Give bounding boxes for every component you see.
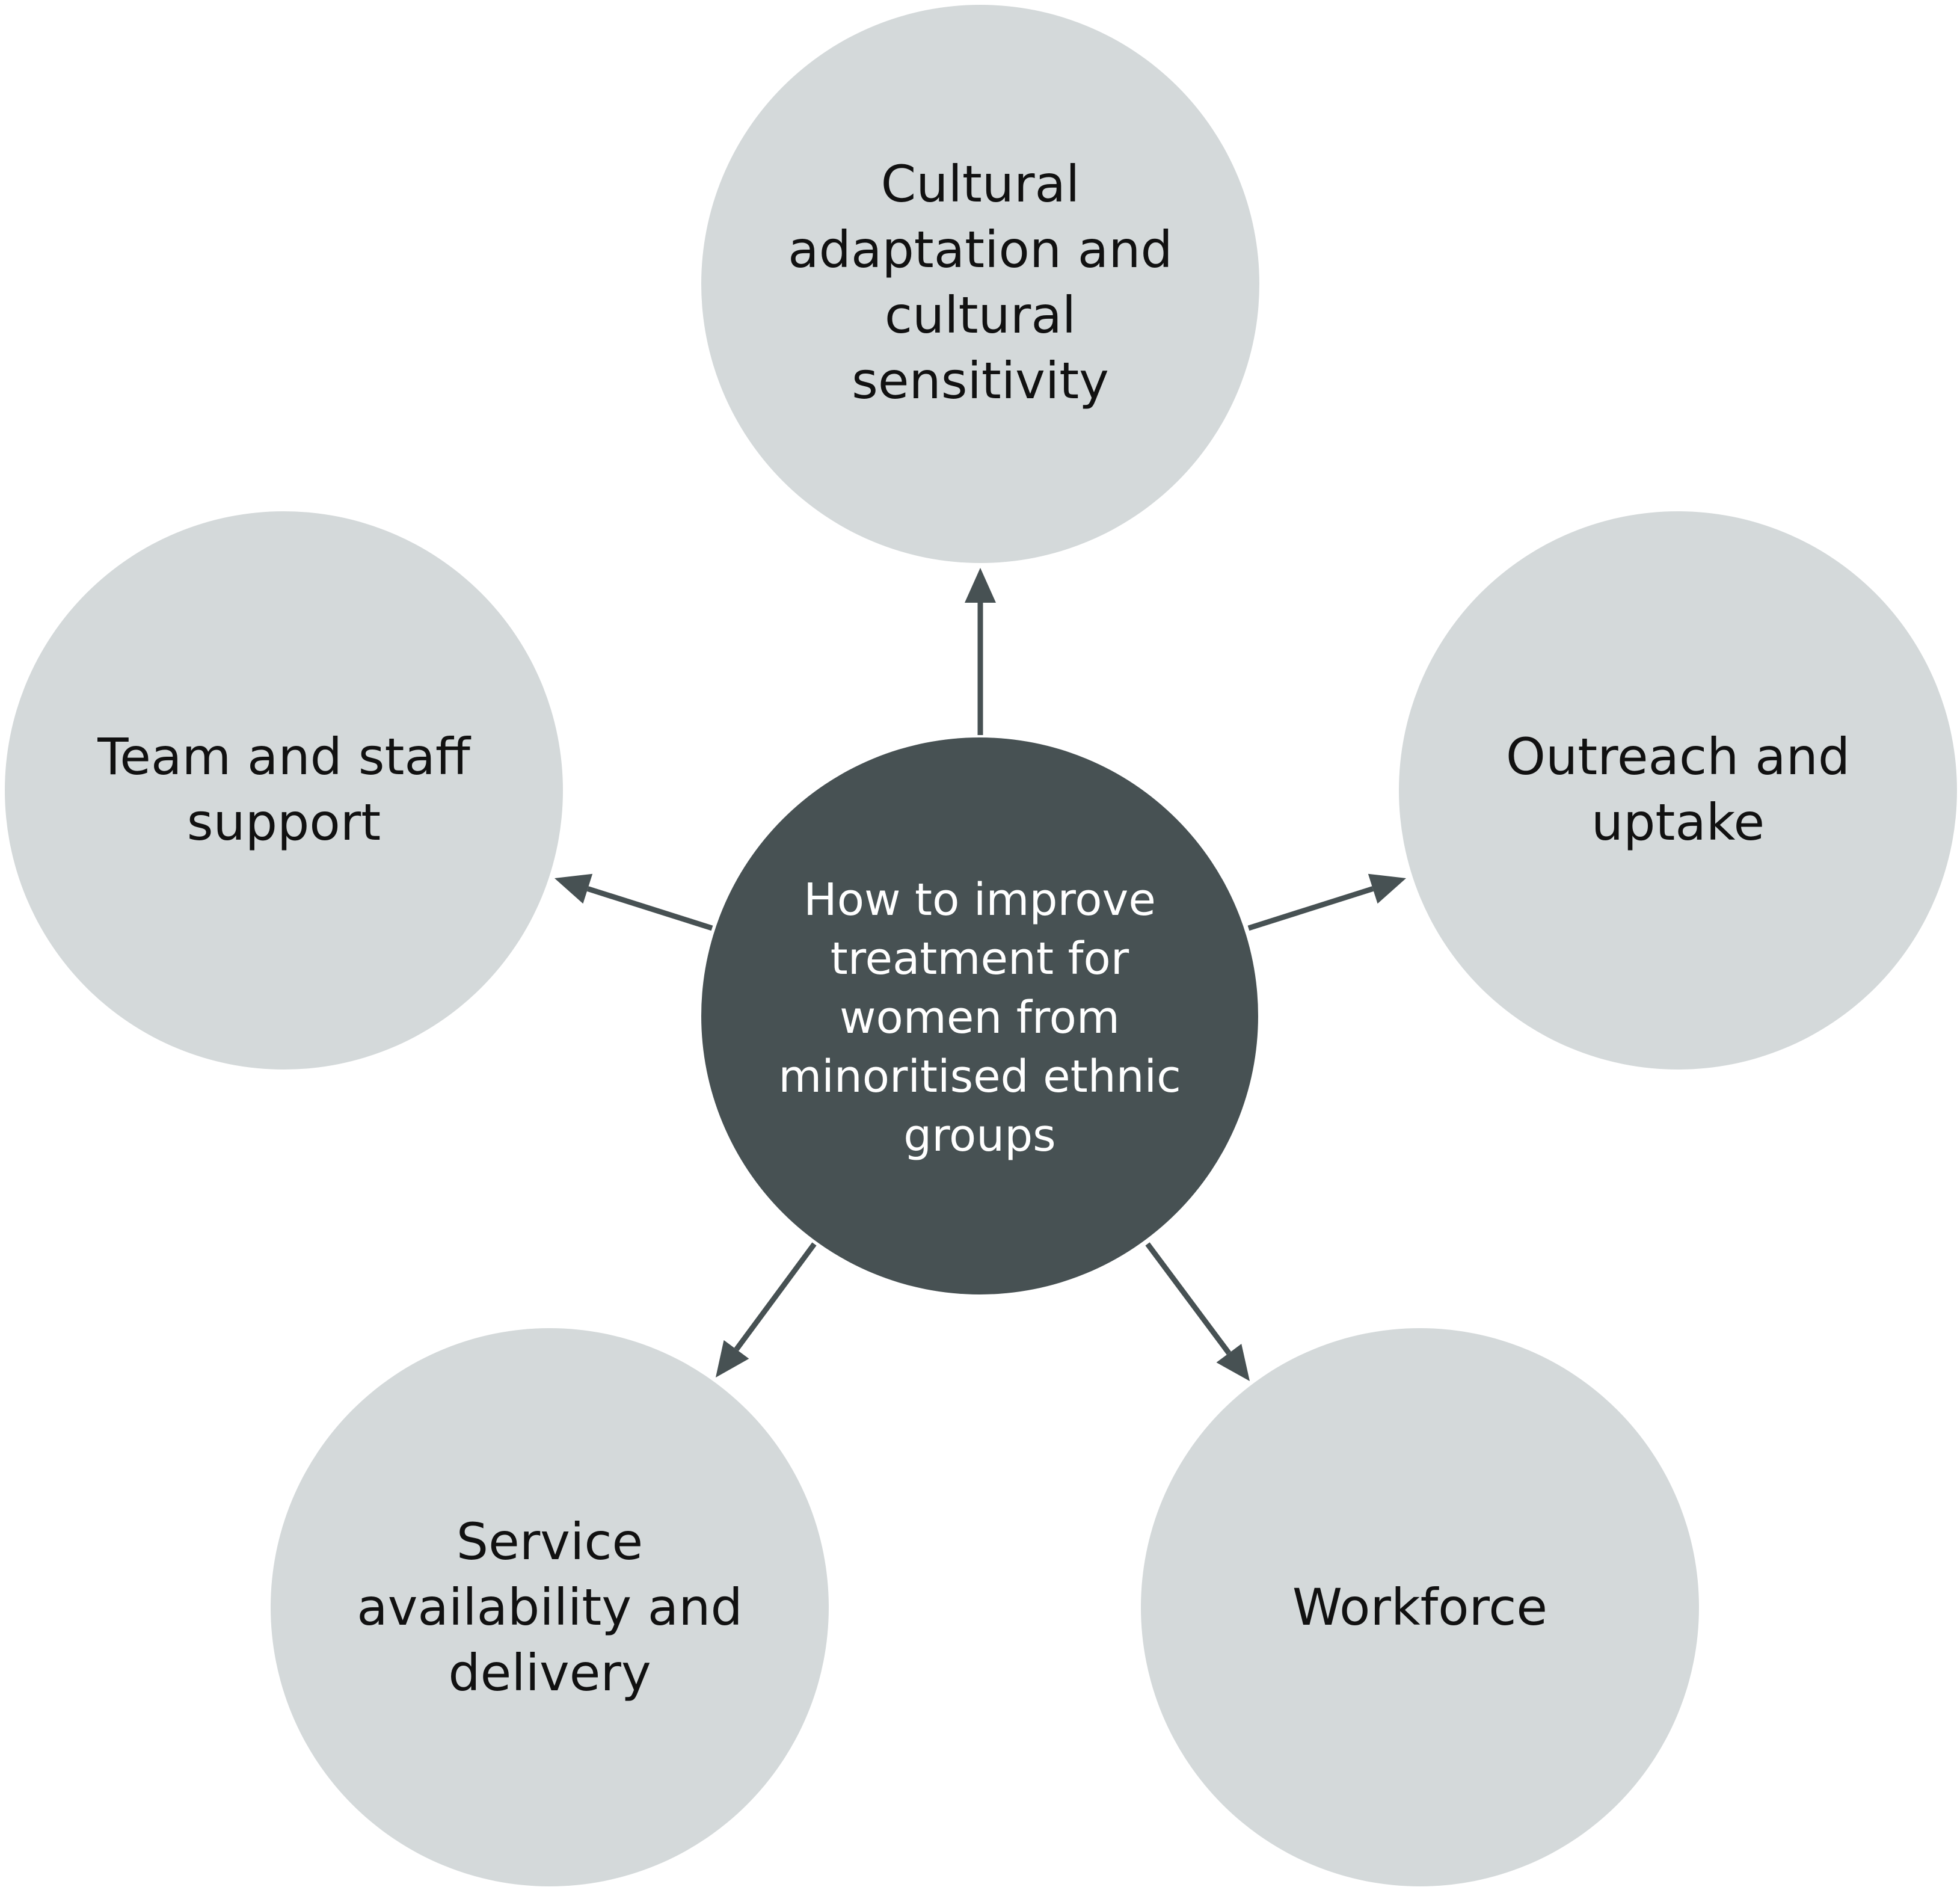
- node-service-availability: Service availability and delivery: [271, 1328, 829, 1886]
- node-outreach-uptake: Outreach and uptake: [1399, 511, 1957, 1070]
- node-outreach-uptake-label: Outreach and uptake: [1505, 727, 1851, 852]
- node-cultural-adaptation: Cultural adaptation and cultural sensiti…: [701, 5, 1259, 563]
- arrow-to-outreach-uptake-head: [1368, 873, 1406, 904]
- node-team-staff-support-label: Team and staff support: [97, 727, 470, 852]
- arrow-to-cultural-adaptation-head: [965, 568, 996, 603]
- central-node-label: How to improve treatment for women from …: [778, 874, 1181, 1162]
- arrow-to-workforce-head: [1216, 1343, 1250, 1381]
- node-cultural-adaptation-label: Cultural adaptation and cultural sensiti…: [788, 155, 1173, 410]
- arrow-to-service-availability-shaft: [734, 1242, 817, 1352]
- node-workforce: Workforce: [1141, 1328, 1699, 1886]
- arrow-to-service-availability-head: [716, 1340, 749, 1377]
- arrow-to-workforce-shaft: [1145, 1242, 1231, 1355]
- node-workforce-label: Workforce: [1292, 1577, 1548, 1637]
- node-service-availability-label: Service availability and delivery: [357, 1512, 743, 1702]
- node-team-staff-support: Team and staff support: [5, 511, 563, 1070]
- arrow-to-outreach-uptake-shaft: [1247, 886, 1374, 931]
- arrow-to-team-staff-support-shaft: [586, 886, 713, 931]
- arrow-to-team-staff-support-head: [555, 873, 593, 904]
- central-node: How to improve treatment for women from …: [701, 737, 1258, 1294]
